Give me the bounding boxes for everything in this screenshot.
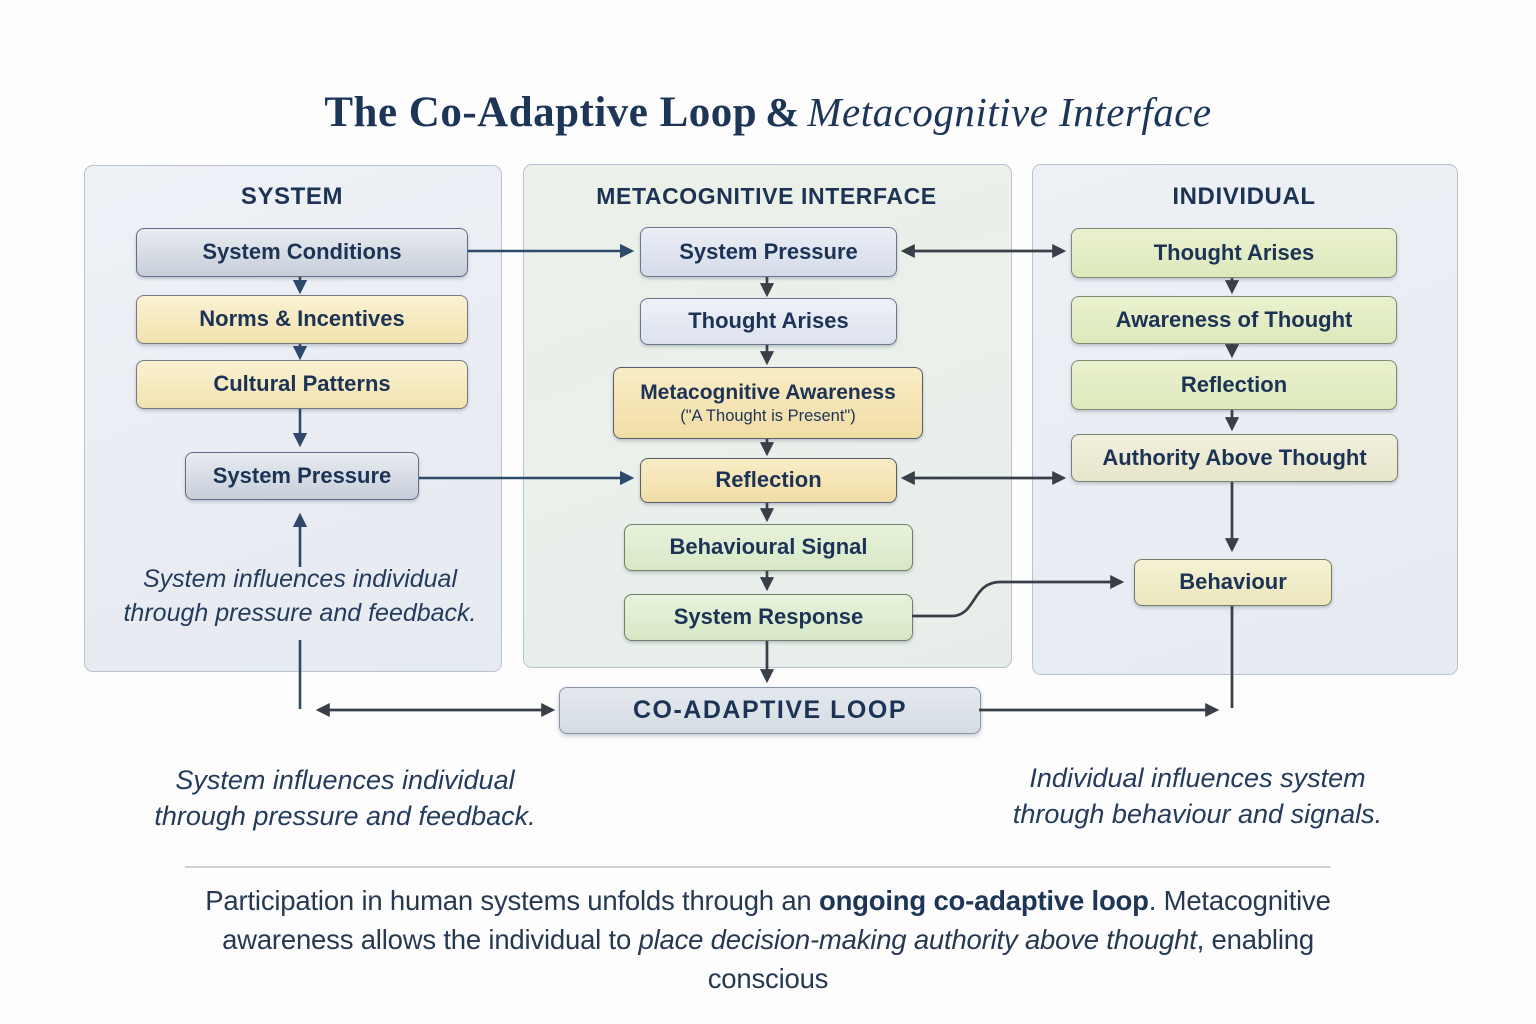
caption-line: through pressure and feedback. — [154, 801, 536, 832]
title-ampersand: & — [765, 89, 800, 135]
node-thought-arises-interface: Thought Arises — [640, 298, 897, 345]
caption-line: System influences individual — [142, 565, 458, 593]
node-label: System Response — [673, 604, 864, 630]
node-awareness-of-thought: Awareness of Thought — [1071, 296, 1397, 344]
caption-line: System influences individual — [175, 765, 515, 795]
caption-line: Individual influences system — [1029, 763, 1366, 793]
panel-header-metacognitive-interface: METACOGNITIVE INTERFACE — [596, 183, 937, 209]
node-label: Norms & Incentives — [199, 306, 405, 332]
node-label: Authority Above Thought — [1102, 444, 1367, 470]
caption-individual-influences: Individual influences system through beh… — [1000, 760, 1395, 832]
node-label: Behavioural Signal — [669, 534, 868, 560]
node-label: Metacognitive Awareness — [640, 380, 896, 404]
node-label: System Pressure — [679, 238, 858, 264]
node-label: Reflection — [1180, 371, 1288, 397]
title-accent: Metacognitive Interface — [807, 89, 1212, 135]
node-label: System Pressure — [212, 462, 392, 488]
panel-header-individual: INDIVIDUAL — [1172, 183, 1316, 210]
node-system-response: System Response — [624, 594, 913, 641]
node-label: Thought Arises — [688, 308, 849, 334]
footer-text: . Metacognitive awareness allows the ind… — [222, 885, 1331, 956]
caption-system-panel: System influences individual through pre… — [105, 563, 495, 630]
node-system-conditions: System Conditions — [136, 228, 468, 277]
node-label: System Conditions — [202, 239, 402, 265]
footer-paragraph: Participation in human systems unfolds t… — [183, 881, 1353, 998]
footer-italic-text: place decision-making authority above th… — [638, 924, 1197, 956]
page-title: The Co-Adaptive Loop & Metacognitive Int… — [0, 88, 1536, 137]
node-label: CO-ADAPTIVE LOOP — [632, 696, 907, 724]
divider-line — [185, 866, 1331, 868]
node-label: Behaviour — [1179, 569, 1287, 595]
node-authority-above-thought: Authority Above Thought — [1071, 434, 1398, 482]
node-cultural-patterns: Cultural Patterns — [136, 360, 468, 409]
node-label: Awareness of Thought — [1115, 306, 1353, 332]
caption-line: through behaviour and signals. — [1012, 799, 1383, 830]
node-label: Cultural Patterns — [213, 371, 391, 397]
node-behaviour: Behaviour — [1134, 559, 1332, 606]
node-metacognitive-awareness: Metacognitive Awareness ("A Thought is P… — [613, 367, 923, 439]
node-norms-incentives: Norms & Incentives — [136, 295, 468, 344]
node-reflection-interface: Reflection — [640, 458, 897, 503]
node-sublabel: ("A Thought is Present") — [680, 406, 856, 425]
node-system-pressure-interface: System Pressure — [640, 227, 897, 277]
footer-text: , enabling conscious — [707, 924, 1314, 995]
footer-bold-text: ongoing co-adaptive loop — [818, 885, 1149, 916]
node-behavioural-signal: Behavioural Signal — [624, 524, 913, 571]
node-reflection-individual: Reflection — [1071, 360, 1397, 410]
node-system-pressure-system: System Pressure — [185, 452, 419, 500]
footer-text: Participation in human systems unfolds t… — [205, 885, 819, 916]
node-label: Reflection — [715, 467, 822, 493]
node-label: Thought Arises — [1153, 239, 1315, 265]
panel-header-system: SYSTEM — [240, 183, 344, 210]
caption-system-influences: System influences individual through pre… — [150, 762, 540, 834]
caption-line: through pressure and feedback. — [123, 598, 477, 627]
node-thought-arises-individual: Thought Arises — [1071, 228, 1397, 278]
node-co-adaptive-loop: CO-ADAPTIVE LOOP — [559, 687, 981, 734]
title-main: The Co-Adaptive Loop — [324, 89, 758, 136]
